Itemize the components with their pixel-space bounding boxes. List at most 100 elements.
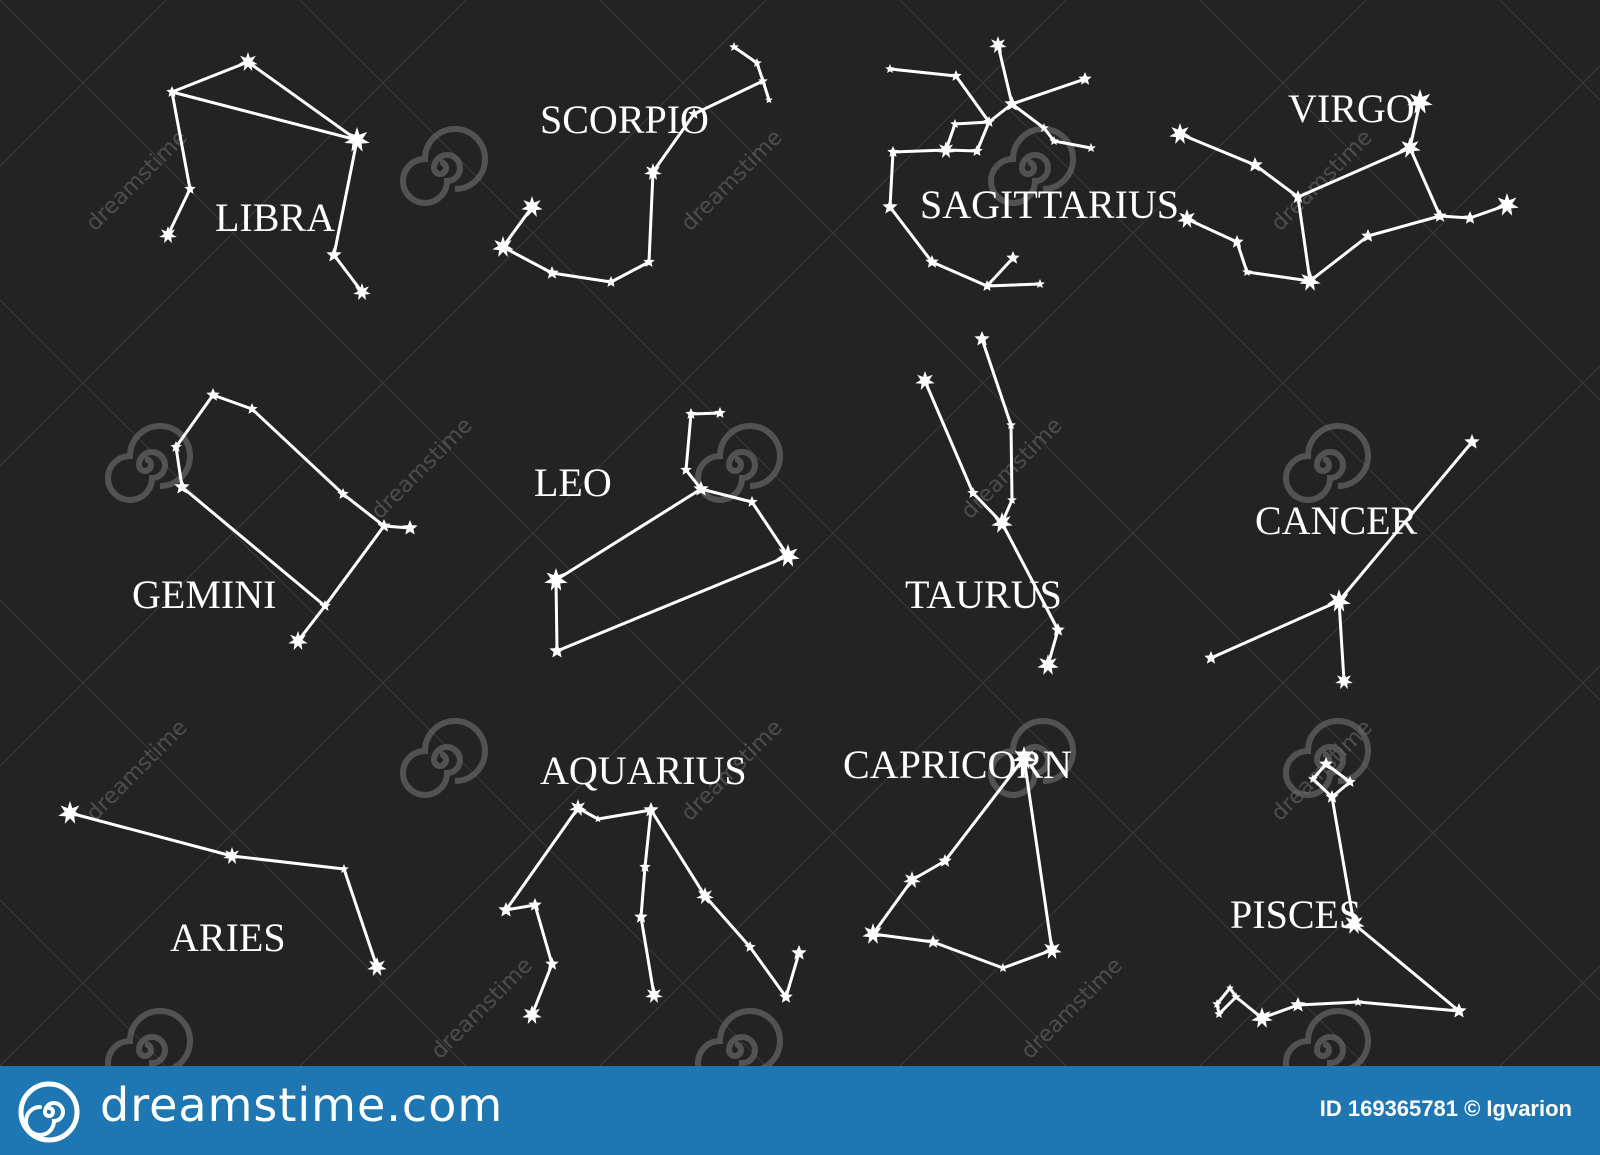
aquarius-star-icon-12 [779, 990, 793, 1003]
aquarius-star-icon-10 [696, 887, 714, 905]
label-pisces: PISCES [1230, 892, 1361, 937]
pisces-star-icon-10 [1212, 999, 1222, 1008]
label-gemini: GEMINI [132, 572, 276, 617]
virgo-link-11 [1185, 217, 1239, 244]
aquarius-link-6 [643, 808, 653, 869]
label-cancer: CANCER [1255, 498, 1418, 543]
capricorn-link-4 [931, 940, 1005, 970]
leo-link-4 [750, 500, 790, 558]
constellation-labels: LIBRA SCORPIO SAGITTARIUS VIRGO GEMINI L… [132, 86, 1418, 960]
leo-star-icon-7 [549, 643, 565, 658]
footer-brand[interactable]: dreamstime.com [100, 1078, 504, 1132]
libra-link-1 [170, 90, 359, 142]
capricorn-link-2 [871, 878, 914, 936]
taurus-link-0 [980, 337, 1013, 427]
libra-link-2 [246, 60, 359, 142]
sagittarius-star-icon-1 [950, 70, 962, 81]
sagittarius-star-icon-11 [1049, 136, 1059, 145]
pisces-link-6 [1356, 1000, 1461, 1013]
watermark-diagonal [899, 365, 1600, 1066]
sagittarius-link-13 [930, 260, 989, 288]
virgo-star-icon-3 [1247, 157, 1263, 172]
virgo-star-icon-12 [1177, 209, 1197, 228]
watermark-diagonal [599, 65, 1600, 1066]
label-sagittarius: SAGITTARIUS [920, 182, 1179, 227]
watermark-spiral-icon [695, 1008, 783, 1066]
scorpio-link-1 [755, 61, 765, 83]
capricorn-star-icon-0 [1012, 746, 1036, 769]
libra-star-icon-5 [326, 247, 342, 262]
virgo-link-8 [1308, 234, 1370, 283]
capricorn-link-5 [1001, 948, 1054, 970]
sagittarius-star-icon-8 [887, 146, 899, 157]
watermark-spiral-icon [400, 126, 488, 206]
watermark-diagonal [299, 0, 1367, 1066]
capricorn-star-icon-4 [926, 935, 940, 948]
watermark-text: dreamstime [427, 953, 538, 1064]
virgo-link-2 [1253, 163, 1300, 199]
virgo-star-icon-1 [1399, 137, 1421, 158]
sagittarius-star-icon-15 [1006, 251, 1020, 264]
scorpio-star-icon-2 [758, 76, 768, 85]
aries-star-icon-3 [367, 957, 387, 976]
scorpio-link-5 [647, 170, 655, 264]
watermark-spiral-icon [695, 423, 783, 503]
watermark-diagonal [0, 299, 767, 1066]
watermark-diagonal [0, 0, 767, 767]
leo-star-icon-6 [544, 568, 568, 591]
pisces-star-icon-7 [1290, 997, 1306, 1012]
virgo-link-0 [1408, 100, 1422, 150]
aries-link-2 [342, 867, 379, 969]
pisces-star-icon-2 [1325, 790, 1339, 803]
leo-link-3 [699, 487, 754, 504]
taurus-star-icon-3 [967, 487, 979, 498]
scorpio-star-icon-7 [605, 276, 617, 287]
sagittarius-star-icon-16 [1035, 279, 1045, 288]
sagittarius-link-5 [975, 120, 991, 153]
cancer-star-icon-2 [1204, 651, 1218, 664]
capricorn-link-6 [1022, 756, 1054, 952]
gemini-link-7 [296, 604, 327, 643]
cancer-star-icon-1 [1327, 589, 1351, 612]
gemini-star-icon-5 [377, 519, 391, 532]
sagittarius-link-15 [985, 282, 1042, 288]
label-libra: LIBRA [215, 195, 335, 240]
pisces-star-icon-12 [1226, 984, 1234, 992]
cancer-link-2 [1337, 599, 1346, 683]
taurus-star-icon-4 [991, 512, 1013, 533]
scorpio-link-2 [761, 79, 771, 102]
leo-link-7 [555, 554, 790, 653]
watermark-spiral-icon [105, 423, 193, 503]
watermark-diagonal [1199, 665, 1600, 1066]
scorpio-link-4 [651, 112, 696, 174]
label-virgo: VIRGO [1288, 86, 1415, 131]
watermark-text: dreamstime [1017, 953, 1128, 1064]
libra-link-0 [170, 60, 250, 94]
capricorn-star-icon-5 [998, 963, 1008, 972]
libra-star-icon-6 [353, 283, 371, 301]
gemini-star-icon-7 [319, 600, 331, 611]
footer-bar: dreamstime.com ID 169365781 © Igvarion [0, 1066, 1600, 1155]
pisces-link-13 [1217, 995, 1238, 1016]
gemini-star-icon-8 [288, 631, 308, 650]
pisces-star-icon-6 [1353, 997, 1363, 1006]
pisces-link-5 [1352, 922, 1461, 1013]
capricorn-star-icon-6 [1042, 940, 1062, 959]
taurus-star-icon-7 [1037, 654, 1059, 675]
scorpio-link-0 [732, 45, 759, 65]
gemini-link-8 [323, 524, 386, 608]
gemini-link-3 [250, 407, 345, 496]
virgo-link-10 [1235, 240, 1249, 274]
scorpio-link-9 [501, 205, 534, 249]
watermark-diagonal [1199, 0, 1600, 401]
pisces-link-8 [1260, 1003, 1300, 1020]
sagittarius-star-icon-2 [885, 64, 895, 73]
libra-star-icon-3 [184, 183, 196, 194]
capricorn-star-icon-2 [903, 871, 921, 889]
watermark-spiral-icon [1283, 1008, 1371, 1066]
scorpio-star-icon-3 [765, 96, 773, 104]
watermark-spiral-icon [105, 1008, 193, 1066]
dreamstime-logo-icon [18, 1081, 80, 1143]
sagittarius-link-10 [1052, 139, 1093, 150]
